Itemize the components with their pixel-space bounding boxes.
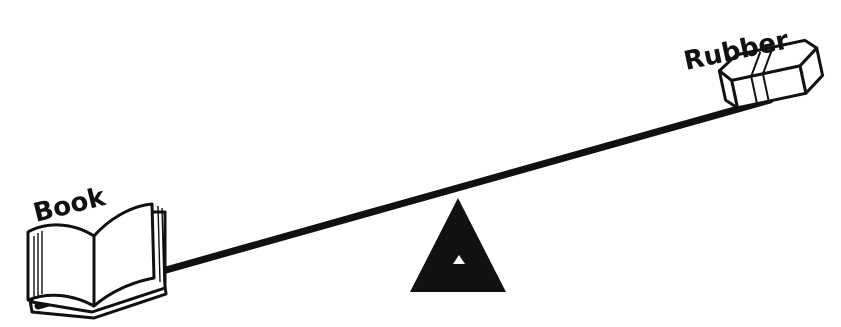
fulcrum-triangle <box>410 198 506 292</box>
fulcrum <box>410 198 506 292</box>
